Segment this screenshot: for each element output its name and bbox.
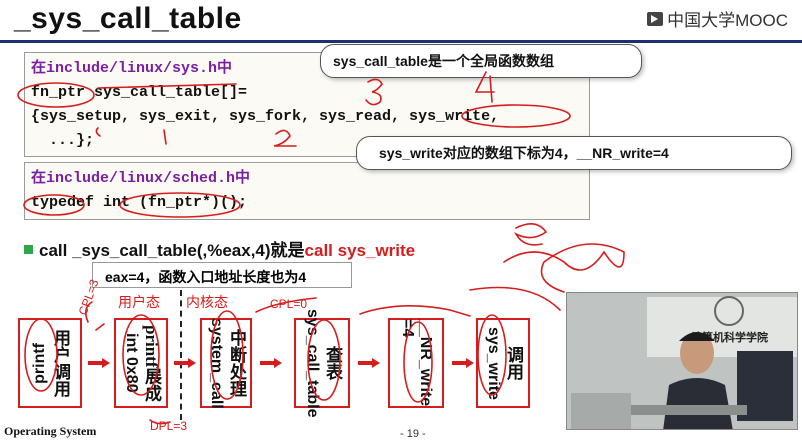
video-scene: 计算机科学学院 bbox=[567, 293, 798, 430]
page-title: _sys_call_table bbox=[14, 2, 242, 36]
step-desc: 查表 bbox=[323, 346, 341, 380]
step-code: system_call bbox=[207, 318, 225, 409]
code-block-sched-h: 在include/linux/sched.h中 typedef int (fn_… bbox=[24, 162, 590, 220]
step-sys-call-table: sys_call_table 查表 bbox=[294, 318, 350, 408]
annotation-dpl3: DPL=3 bbox=[150, 419, 187, 433]
code-line: {sys_setup, sys_exit, sys_fork, sys_read… bbox=[31, 105, 583, 129]
step-code: sys_call_table bbox=[303, 309, 321, 418]
step-system-call: system_call 中断处理 bbox=[200, 318, 252, 408]
step-code: sys_write bbox=[484, 327, 502, 400]
mooc-logo: 中国大学MOOC bbox=[647, 6, 788, 31]
flow-arrow bbox=[358, 358, 380, 368]
code-line: fn_ptr sys_call_table[]= bbox=[31, 81, 583, 105]
logo-text: 中国大学MOOC bbox=[667, 6, 788, 31]
bullet-suffix: call sys_write bbox=[305, 241, 416, 260]
bullet-icon bbox=[24, 245, 33, 254]
eax-info-box: eax=4，函数入口地址长度也为4 bbox=[92, 262, 352, 288]
title-divider bbox=[0, 40, 802, 43]
annotation-cpl0: CPL=0 bbox=[270, 297, 307, 311]
step-code: int 0x80 bbox=[122, 333, 140, 393]
callout-nr-write: sys_write对应的数组下标为4，__NR_write=4 bbox=[356, 136, 792, 170]
flow-arrow bbox=[88, 358, 110, 368]
step-desc: 用户调用 bbox=[51, 329, 69, 397]
code-line: typedef int (fn_ptr*)(); bbox=[31, 191, 583, 215]
step-desc: 中断处理 bbox=[227, 329, 245, 397]
play-icon bbox=[647, 12, 663, 26]
kernel-mode-label: 内核态 bbox=[186, 292, 228, 312]
mode-divider bbox=[180, 290, 182, 420]
step-int-0x80: int 0x80 printf展成 bbox=[114, 318, 168, 408]
step-desc: printf展成 bbox=[142, 325, 160, 402]
course-footer: Operating System bbox=[4, 424, 96, 439]
step-printf: printf 用户调用 bbox=[18, 318, 82, 408]
bullet-prefix: call _sys_call_table(,%eax,4) bbox=[39, 241, 271, 260]
flow-arrow bbox=[452, 358, 474, 368]
bullet-mid: 就是 bbox=[271, 241, 305, 260]
instructor-video: 计算机科学学院 bbox=[566, 292, 798, 430]
user-mode-label: 用户态 bbox=[118, 292, 160, 312]
step-code: __NR_write =4 bbox=[398, 319, 434, 406]
callout-global-array: sys_call_table是一个全局函数数组 bbox=[320, 44, 642, 78]
bullet-statement: call _sys_call_table(,%eax,4)就是call sys_… bbox=[24, 236, 415, 261]
step-sys-write: sys_write 调用 bbox=[476, 318, 530, 408]
flow-arrow bbox=[260, 358, 282, 368]
step-desc: 调用 bbox=[504, 346, 522, 380]
page-number: - 19 - bbox=[400, 428, 426, 440]
code-header: 在include/linux/sched.h中 bbox=[31, 167, 583, 191]
flow-arrow bbox=[174, 358, 196, 368]
step-nr-write: __NR_write =4 bbox=[388, 318, 444, 408]
step-code: printf bbox=[31, 343, 49, 384]
